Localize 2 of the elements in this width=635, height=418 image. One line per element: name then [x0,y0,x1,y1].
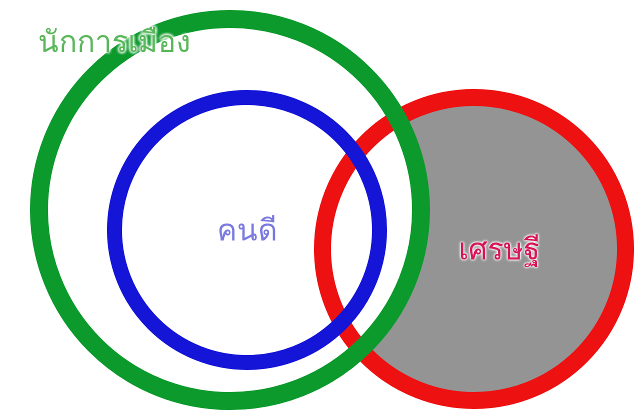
set-label: เศรษฐี [458,232,541,270]
set-label: คนดี [217,212,277,250]
